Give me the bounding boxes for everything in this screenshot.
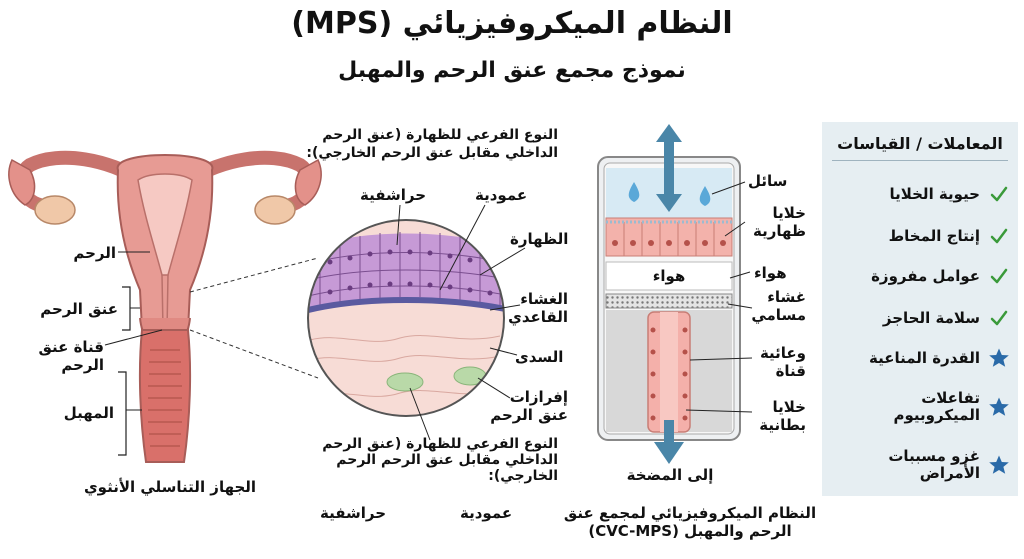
parameter-item: عوامل مفروزة xyxy=(830,256,1010,296)
star-icon xyxy=(988,454,1010,476)
check-icon xyxy=(988,183,1010,205)
parameter-label: سلامة الحاجز xyxy=(882,308,980,327)
parameters-heading: المعاملات / القياسات xyxy=(837,134,1003,153)
parameter-label: غزو مسببات الأمراض xyxy=(888,447,980,482)
tissue-zoom-circle xyxy=(308,220,504,416)
secretions-label: إفرازات عنق الرحم xyxy=(490,388,568,424)
parameter-label: القدرة المناعية xyxy=(869,348,980,367)
parameter-label: إنتاج المخاط xyxy=(888,226,980,245)
porous-membrane-label: غشاء مسامي xyxy=(751,288,806,324)
reproductive-system-caption: الجهاز التناسلي الأنثوي xyxy=(83,478,257,496)
cervical-canal-label: قناة عنق الرحم xyxy=(38,338,104,374)
vagina-label: المهبل xyxy=(63,404,114,422)
uterus-illustration xyxy=(8,150,322,463)
cvc-mps-caption: النظام الميكروفيزيائي لمجمع عنق الرحم وا… xyxy=(563,504,817,540)
page-title: النظام الميكروفيزيائي (MPS) xyxy=(291,6,733,41)
footer-columnar-label: عمودية xyxy=(460,504,513,522)
star-icon xyxy=(988,347,1010,369)
footer-squamous-label: حراشفية xyxy=(320,504,387,522)
squamous-label: حراشفية xyxy=(360,186,427,204)
parameter-item: تفاعلات الميكروبيوم xyxy=(830,384,1010,430)
check-icon xyxy=(988,265,1010,287)
parameter-label: حيوية الخلايا xyxy=(889,184,980,203)
check-icon xyxy=(988,307,1010,329)
fluid-flow-arrow xyxy=(656,124,682,212)
parameter-label: عوامل مفروزة xyxy=(871,266,980,285)
parameter-item: إنتاج المخاط xyxy=(830,216,1010,256)
parameters-panel: المعاملات / القياسات حيوية الخلايا إنتاج… xyxy=(822,122,1018,496)
parameter-item: حيوية الخلايا xyxy=(830,174,1010,214)
basement-membrane-label: الغشاء القاعدي xyxy=(508,290,568,326)
epithelial-cells-label: خلايا ظهارية xyxy=(752,204,806,240)
parameter-label: تفاعلات الميكروبيوم xyxy=(893,389,980,424)
air-chamber-text: هواء xyxy=(652,267,686,285)
star-icon xyxy=(988,396,1010,418)
page-subtitle: نموذج مجمع عنق الرحم والمهبل xyxy=(338,58,686,83)
pump-outflow-arrow xyxy=(654,420,684,464)
air-label: هواء xyxy=(754,264,787,282)
epithelium-subtype-header: النوع الفرعي للظهارة (عنق الرحم الداخلي … xyxy=(306,127,558,161)
fluid-label: سائل xyxy=(748,172,788,190)
panel-divider xyxy=(832,160,1008,161)
endothelial-cells-label: خلايا بطانية xyxy=(759,398,806,434)
parameter-item: سلامة الحاجز xyxy=(830,298,1010,338)
columnar-label: عمودية xyxy=(475,186,528,204)
epithelium-subtype-footer: النوع الفرعي للظهارة (عنق الرحم الداخلي … xyxy=(322,436,558,484)
parameter-item: القدرة المناعية xyxy=(830,338,1010,378)
stroma-label: السدى xyxy=(515,348,564,366)
cervix-label: عنق الرحم xyxy=(40,300,118,318)
uterus-label: الرحم xyxy=(73,244,116,262)
parameter-item: غزو مسببات الأمراض xyxy=(830,442,1010,488)
check-icon xyxy=(988,225,1010,247)
epithelium-label: الظهارة xyxy=(510,230,569,248)
to-pump-label: إلى المضخة xyxy=(626,466,714,484)
vascular-channel-label: وعائية قناة xyxy=(759,344,806,380)
